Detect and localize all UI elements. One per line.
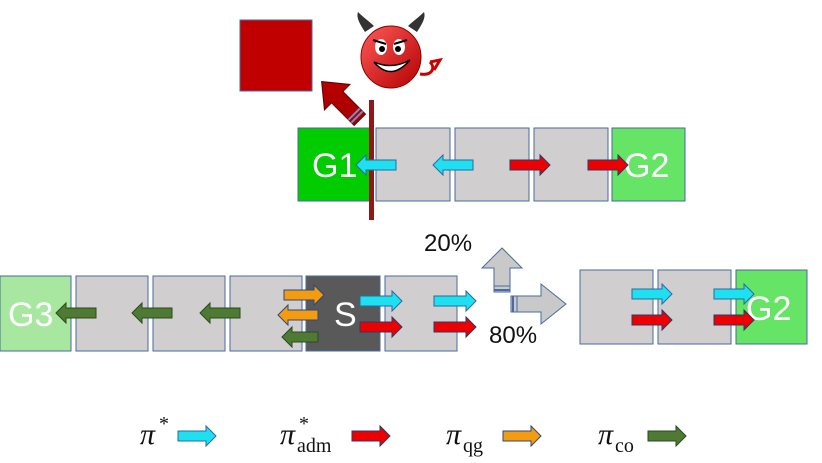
cell-g2-top-label: G2 [624,147,669,185]
red-arrow-icon [433,315,477,339]
legend-symbol: π [446,418,462,451]
red-arrow-icon [509,153,551,177]
green-arrow-icon [647,424,687,448]
right-cell-1 [579,269,654,345]
green-arrow-icon [55,301,97,325]
legend-item-pi-star: π * [140,413,217,451]
cyan-arrow-icon [432,153,474,177]
cyan-arrow-icon [359,289,403,313]
branch-up-arrow-icon [480,247,524,293]
bottom-left-arrows [55,301,241,325]
legend-item-pi-qg: π qg [446,418,542,457]
adversary-push-arrow-icon [321,81,367,127]
legend-sub: co [615,435,634,457]
red-arrow-icon [359,315,403,339]
right-row-arrows [631,282,755,332]
legend-item-pi-star-adm: π * adm [280,413,391,457]
orange-arrow-icon [283,283,325,307]
legend-sup: * [159,413,169,435]
green-arrow-icon [199,301,241,325]
start-arrows [277,283,477,349]
legend-symbol: π [280,418,296,451]
cyan-arrow-icon [631,282,673,306]
orange-arrow-icon [277,303,319,327]
cyan-arrow-icon [177,424,217,448]
orange-arrow-icon [502,424,542,448]
cell-start-label: S [334,296,357,334]
legend-sub: qg [463,435,483,457]
bottom-cell-4 [384,275,458,352]
top-row-arrows [355,153,629,177]
red-arrow-icon [713,308,755,332]
legend-sub: adm [297,435,332,457]
green-arrow-icon [281,325,319,349]
branch-right-percent: 80% [489,322,537,349]
cyan-arrow-icon [355,153,397,177]
cyan-arrow-icon [433,289,477,313]
red-arrow-icon [351,424,391,448]
green-arrow-icon [131,301,173,325]
cell-g2-right-label: G2 [746,290,791,328]
red-arrow-icon [587,153,629,177]
branch-up-percent: 20% [424,230,472,257]
blocked-square [239,19,313,92]
right-cell-2 [657,269,732,345]
legend: π * π * adm π qg π co [140,413,687,457]
legend-symbol: π [598,418,614,451]
cyan-arrow-icon [713,282,755,306]
cell-g2-right [735,269,808,345]
cell-g1-label: G1 [312,147,357,185]
devil-icon [357,12,444,89]
branch-right-arrow-icon [510,282,567,326]
red-arrow-icon [631,308,673,332]
legend-sup: * [299,413,309,435]
legend-symbol: π [140,418,156,451]
legend-item-pi-co: π co [598,418,687,457]
cell-g3-label: G3 [8,296,53,334]
